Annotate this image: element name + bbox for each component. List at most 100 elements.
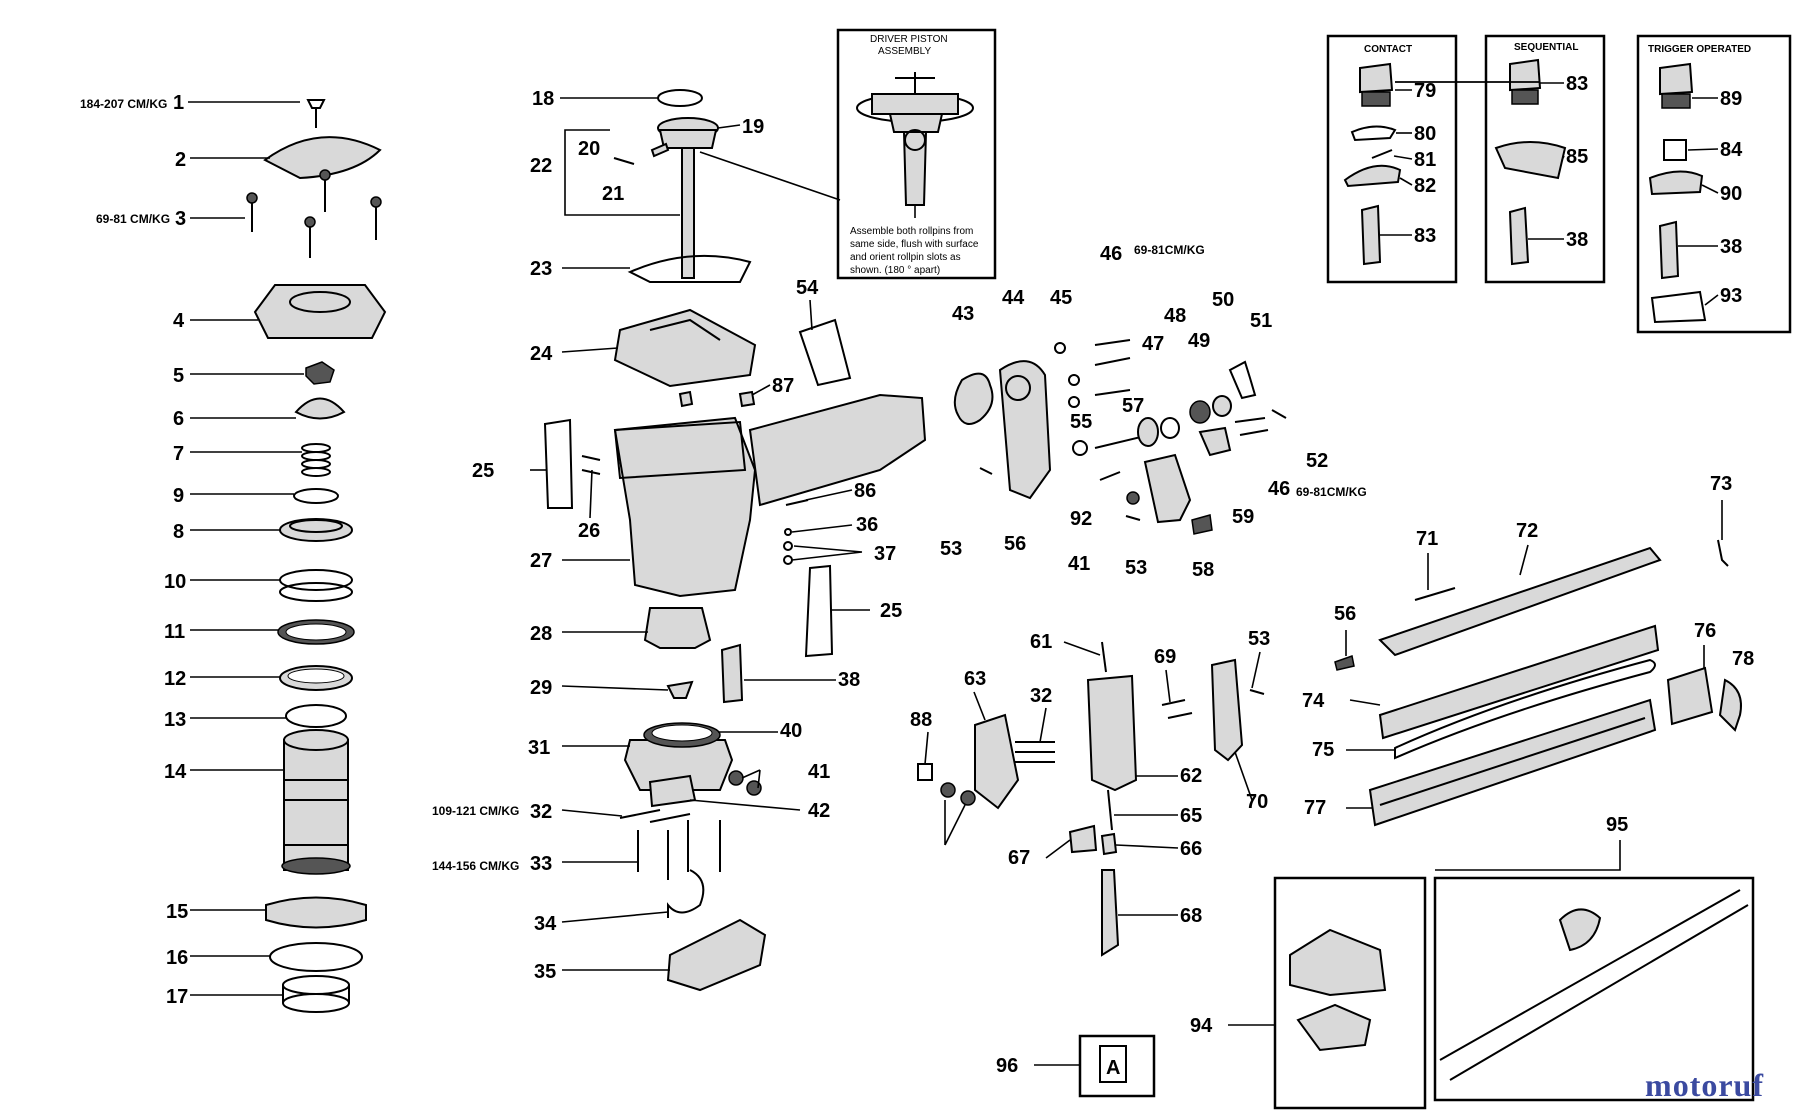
label-3: 3 <box>175 208 186 230</box>
label-67: 67 <box>1008 847 1030 869</box>
label-68: 68 <box>1180 905 1202 927</box>
box-title-contact: CONTACT <box>1364 44 1412 55</box>
label-38b: 38 <box>1566 229 1588 251</box>
label-35: 35 <box>534 961 556 983</box>
label-63: 63 <box>964 668 986 690</box>
torque-labels: 184-207 CM/KG 69-81 CM/KG 109-121 CM/KG … <box>80 97 1367 873</box>
torque-label-3: 69-81 CM/KG <box>96 212 170 226</box>
label-56b: 56 <box>1334 603 1356 625</box>
label-73: 73 <box>1710 473 1732 495</box>
label-53b: 53 <box>1125 557 1147 579</box>
label-9: 9 <box>173 485 184 507</box>
leader-lines <box>188 81 1540 996</box>
inset-text: DRIVER PISTON ASSEMBLY Assemble both rol… <box>850 34 979 276</box>
label-12: 12 <box>164 668 186 690</box>
label-8: 8 <box>173 521 184 543</box>
label-74: 74 <box>1302 690 1325 712</box>
label-29: 29 <box>530 677 552 699</box>
label-40: 40 <box>780 720 802 742</box>
option-box-titles: CONTACT SEQUENTIAL TRIGGER OPERATED <box>1364 42 1751 55</box>
label-53c: 53 <box>1248 628 1270 650</box>
label-43: 43 <box>952 303 974 325</box>
label-79: 79 <box>1414 80 1436 102</box>
label-48: 48 <box>1164 305 1186 327</box>
label-78: 78 <box>1732 648 1754 670</box>
label-87: 87 <box>772 375 794 397</box>
box-title-sequential: SEQUENTIAL <box>1514 42 1578 53</box>
label-4: 4 <box>173 310 185 332</box>
inset-title-line2: ASSEMBLY <box>878 46 931 57</box>
label-93: 93 <box>1720 285 1742 307</box>
label-36: 36 <box>856 514 878 536</box>
label-21: 21 <box>602 183 624 205</box>
label-56: 56 <box>1004 533 1026 555</box>
bottom-assembly-boxes <box>1078 876 1755 1110</box>
trigger-assembly-parts <box>953 339 1287 695</box>
label-77: 77 <box>1304 797 1326 819</box>
part-number-labels: 1 2 3 4 5 6 7 9 8 10 11 12 13 14 15 16 1… <box>164 73 1754 1077</box>
inset-note-line4: shown. (180 ° apart) <box>850 265 940 276</box>
label-45: 45 <box>1050 287 1072 309</box>
label-81: 81 <box>1414 149 1436 171</box>
inset-title-line1: DRIVER PISTON <box>870 34 948 45</box>
label-18: 18 <box>532 88 554 110</box>
label-22: 22 <box>530 155 552 177</box>
label-17: 17 <box>166 986 188 1008</box>
label-38c: 38 <box>1720 236 1742 258</box>
label-15: 15 <box>166 901 188 923</box>
label-72: 72 <box>1516 520 1538 542</box>
label-75: 75 <box>1312 739 1334 761</box>
label-51: 51 <box>1250 310 1272 332</box>
left-column-parts <box>246 99 387 1013</box>
label-52: 52 <box>1306 450 1328 472</box>
label-80: 80 <box>1414 123 1436 145</box>
label-61: 61 <box>1030 631 1052 653</box>
label-41: 41 <box>808 761 830 783</box>
label-19: 19 <box>742 116 764 138</box>
magazine-parts <box>1334 539 1742 827</box>
label-54: 54 <box>796 277 819 299</box>
label-28: 28 <box>530 623 552 645</box>
label-41b: 41 <box>1068 553 1090 575</box>
label-16: 16 <box>166 947 188 969</box>
label-58: 58 <box>1192 559 1214 581</box>
torque-label-33: 144-156 CM/KG <box>432 859 519 873</box>
label-34: 34 <box>534 913 557 935</box>
option-boxes <box>1326 34 1792 334</box>
label-31: 31 <box>528 737 550 759</box>
label-71: 71 <box>1416 528 1438 550</box>
right-leader-lines <box>924 82 1723 1066</box>
label-62: 62 <box>1180 765 1202 787</box>
inset-note-line2: same side, flush with surface <box>850 239 979 250</box>
label-37: 37 <box>874 543 896 565</box>
sticker-letter: A <box>1106 1057 1120 1079</box>
label-49: 49 <box>1188 330 1210 352</box>
label-13: 13 <box>164 709 186 731</box>
sticker-96: A <box>1099 1045 1127 1083</box>
label-53a: 53 <box>940 538 962 560</box>
label-10: 10 <box>164 571 186 593</box>
label-83b: 83 <box>1566 73 1588 95</box>
label-20: 20 <box>578 138 600 160</box>
label-2: 2 <box>175 149 186 171</box>
label-25: 25 <box>472 460 494 482</box>
label-65: 65 <box>1180 805 1202 827</box>
label-55: 55 <box>1070 411 1092 433</box>
label-57: 57 <box>1122 395 1144 417</box>
label-33: 33 <box>530 853 552 875</box>
label-88: 88 <box>910 709 932 731</box>
label-76: 76 <box>1694 620 1716 642</box>
torque-label-46a: 69-81CM/KG <box>1134 243 1205 257</box>
label-95: 95 <box>1606 814 1628 836</box>
label-24: 24 <box>530 343 553 365</box>
label-47: 47 <box>1142 333 1164 355</box>
label-26: 26 <box>578 520 600 542</box>
label-1: 1 <box>173 92 184 114</box>
label-96: 96 <box>996 1055 1018 1077</box>
label-7: 7 <box>173 443 184 465</box>
label-5: 5 <box>173 365 184 387</box>
label-50: 50 <box>1212 289 1234 311</box>
label-32b: 32 <box>1030 685 1052 707</box>
label-90: 90 <box>1720 183 1742 205</box>
